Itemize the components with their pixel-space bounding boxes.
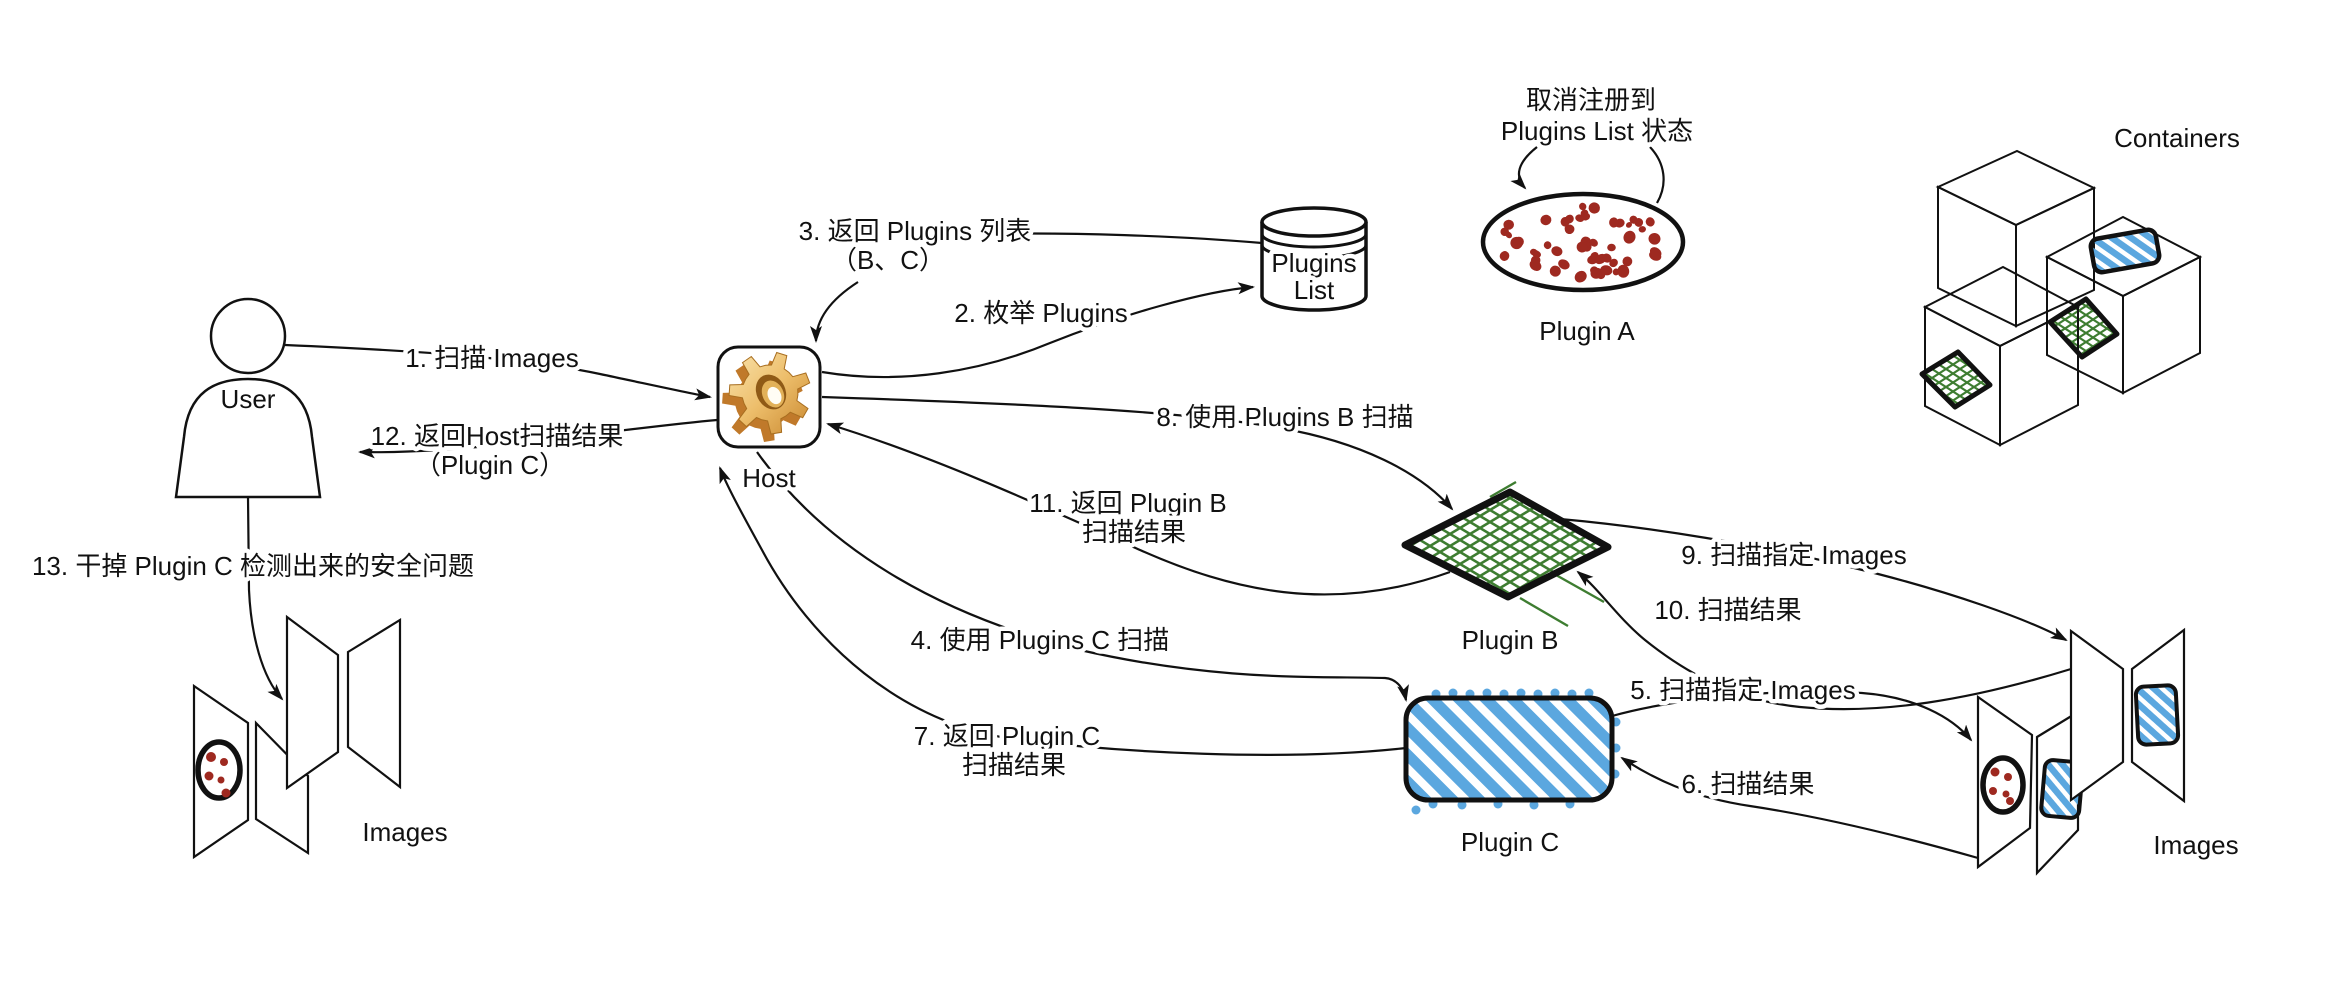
step-8-label: 8. 使用 Plugins B 扫描	[1156, 402, 1413, 432]
plugin-b-node	[1401, 480, 1612, 628]
plugin-c-shape	[1403, 695, 1615, 803]
step-9-label: 9. 扫描指定 Images	[1681, 540, 1906, 570]
cube-icon-back	[1935, 149, 2097, 328]
step-12-label-line1: 12. 返回Host扫描结果	[371, 421, 624, 451]
plugin-c-node	[1403, 688, 1621, 815]
message-arrows	[246, 232, 2072, 860]
plugins-list-label-line1: Plugins	[1271, 248, 1356, 278]
arrow-step-12	[358, 418, 718, 459]
step-4-label: 4. 使用 Plugins C 扫描	[911, 625, 1170, 655]
plugin-a-note-line1: 取消注册到	[1526, 85, 1656, 115]
plugin-a-label: Plugin A	[1539, 316, 1635, 346]
arrow-step-2	[821, 282, 1255, 379]
plugin-b-overshoot	[1489, 480, 1605, 628]
vulnerability-dots	[204, 752, 231, 798]
container-green-plugin-chip-2	[1919, 349, 1993, 410]
step-12-label-line2: （Plugin C）	[415, 450, 565, 480]
text-layer: 1. 扫描 Images 2. 枚举 Plugins 3. 返回 Plugins…	[27, 81, 2244, 865]
step-7-label-line2: 扫描结果	[962, 750, 1066, 780]
plugin-a-dots	[1499, 202, 1662, 283]
arrow-step-13	[246, 496, 284, 701]
arrow-step-1	[284, 343, 712, 401]
plugins-list-label-line2: List	[1294, 275, 1335, 305]
arrow-step-4	[756, 451, 1409, 702]
step-6-label: 6. 扫描结果	[1682, 769, 1815, 799]
cube-icon-left	[1919, 265, 2081, 447]
user-node	[174, 297, 322, 499]
arrow-step-3	[810, 281, 859, 343]
step-2-label: 2. 枚举 Plugins	[954, 298, 1127, 328]
arrow-step-3-lead	[984, 232, 1263, 245]
database-icon	[1260, 206, 1368, 312]
arrow-step-8	[821, 395, 1454, 511]
plugin-b-shape	[1401, 488, 1612, 601]
images-left-node	[192, 614, 402, 860]
step-11-label-line2: 扫描结果	[1082, 517, 1186, 547]
vulnerability-mark-circle	[195, 739, 243, 801]
images-left-label: Images	[362, 817, 447, 847]
step-3-label-line2: （B、C）	[831, 245, 945, 275]
containers-node	[1919, 149, 2203, 447]
step-7-label-line1: 7. 返回 Plugin C	[914, 721, 1100, 751]
arrow-step-10	[1576, 570, 2072, 711]
plugin-a-note-line2: Plugins List 状态	[1501, 116, 1693, 146]
gear-icon	[722, 351, 811, 442]
images-right-label: Images	[2153, 830, 2238, 860]
plugins-list-node	[1260, 206, 1368, 312]
step-13-label: 13. 干掉 Plugin C 检测出来的安全问题	[32, 551, 474, 581]
arrow-step-7	[718, 466, 1407, 756]
arrow-step-11	[826, 422, 1451, 596]
images-right-node	[1976, 627, 2186, 876]
container-green-plugin-chip	[2047, 296, 2120, 360]
image-stack-icon-left	[192, 614, 402, 860]
step-1-label: 1. 扫描 Images	[405, 343, 578, 373]
step-10-label: 10. 扫描结果	[1654, 595, 1801, 625]
plugin-b-label: Plugin B	[1462, 625, 1559, 655]
plugin-a-note-left-connector	[1510, 146, 1538, 190]
plugin-a-node	[1480, 146, 1686, 293]
cube-icon-right	[2044, 215, 2203, 395]
host-label: Host	[742, 463, 796, 493]
scanned-blue-chip-right	[2133, 683, 2181, 747]
vulnerability-mark-circle-right	[1980, 755, 2026, 815]
plugin-a-note-right-connector	[1649, 146, 1665, 204]
arrow-step-6	[1620, 756, 1979, 860]
arrow-step-5	[1611, 690, 1973, 742]
step-3-label-line1: 3. 返回 Plugins 列表	[799, 216, 1032, 246]
step-11-label-line1: 11. 返回 Plugin B	[1029, 488, 1227, 518]
step-5-label: 5. 扫描指定 Images	[1630, 675, 1855, 705]
host-node	[716, 345, 822, 449]
vulnerability-dots-right	[1989, 767, 2014, 805]
container-blue-plugin-chip	[2088, 227, 2162, 275]
containers-label: Containers	[2114, 123, 2240, 153]
user-label: User	[221, 384, 276, 414]
arrow-step-9	[1559, 517, 2068, 641]
plugin-c-label: Plugin C	[1461, 827, 1559, 857]
user-icon	[174, 297, 322, 499]
